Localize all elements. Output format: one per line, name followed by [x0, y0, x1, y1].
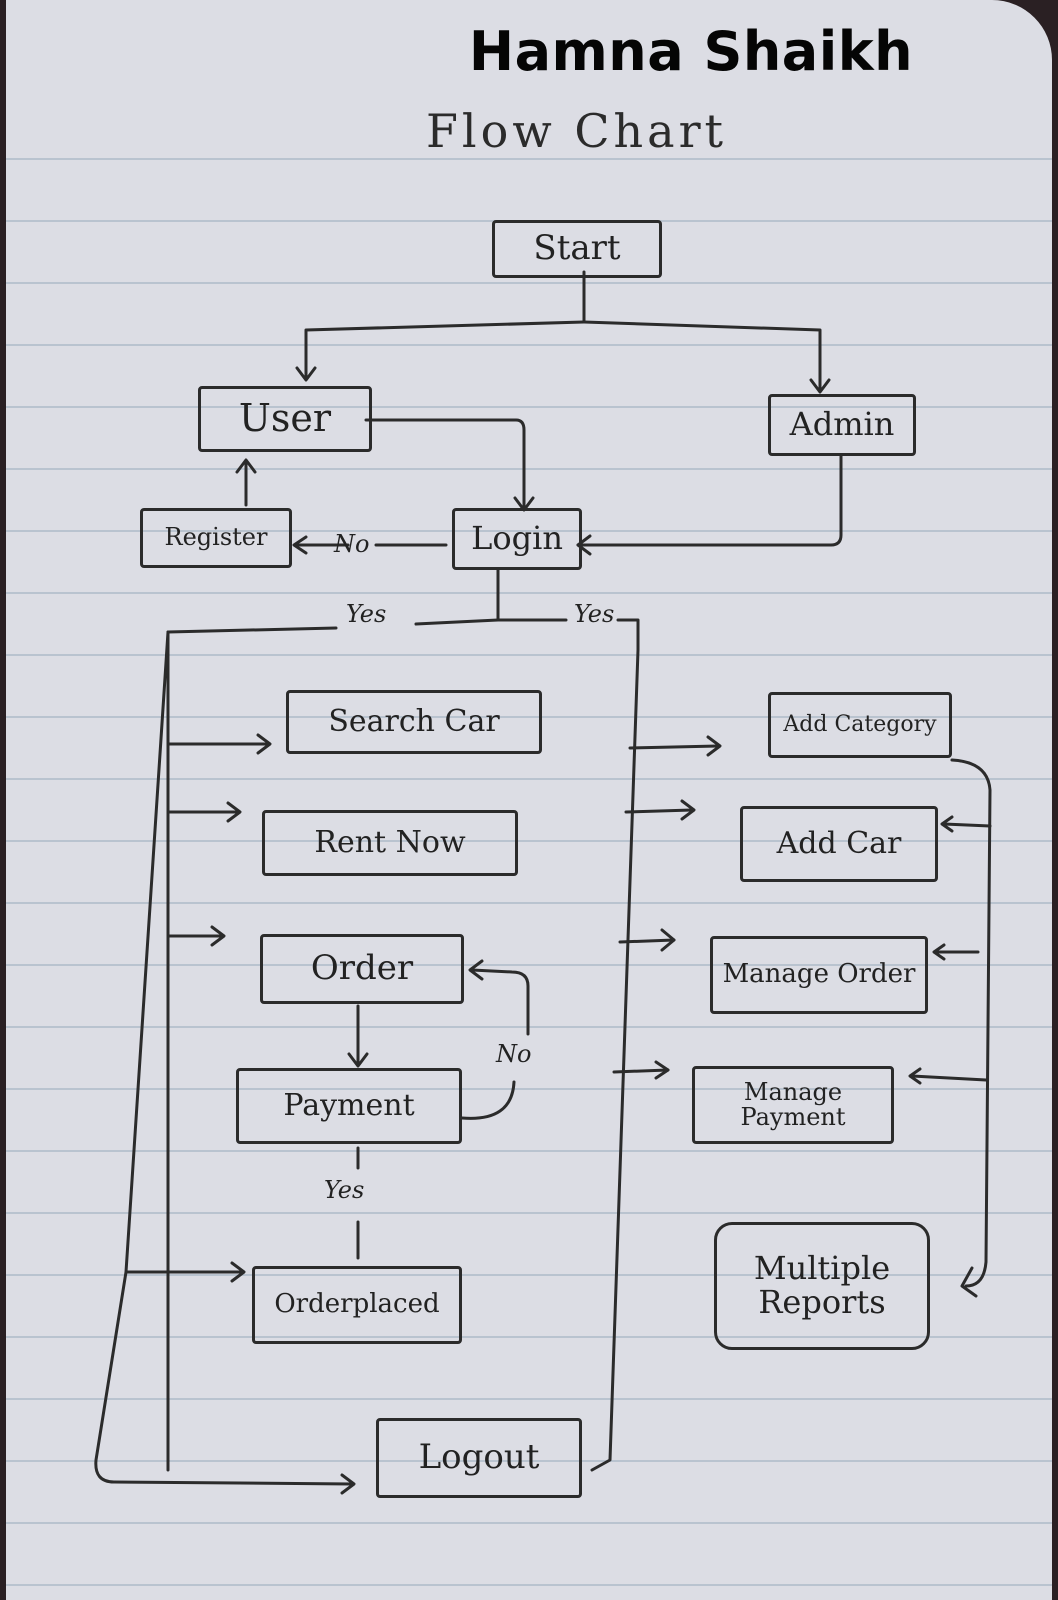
- ruled-line: [6, 158, 1052, 160]
- ruled-line: [6, 282, 1052, 284]
- arrowhead-user-bottom: [235, 458, 257, 474]
- user-node: User: [198, 386, 372, 452]
- split-to-admin: [582, 320, 822, 392]
- diagram-title: Flow Chart: [426, 104, 728, 158]
- login-node: Login: [452, 508, 582, 570]
- outer-bus-to-logout: [94, 630, 354, 1486]
- ruled-line: [6, 1088, 1052, 1090]
- rent-now-node: Rent Now: [262, 810, 518, 876]
- multiple-reports-node: Multiple Reports: [714, 1222, 930, 1350]
- ruled-line: [6, 468, 1052, 470]
- ruled-line: [6, 840, 1052, 842]
- arrowhead-admin: [809, 378, 831, 394]
- ruled-line: [6, 344, 1052, 346]
- arrowhead-manage-payment-right: [908, 1067, 922, 1085]
- notebook-page: Hamna Shaikh Flow Chart: [6, 0, 1052, 1600]
- admin-bus-top: [590, 618, 640, 1472]
- admin-to-login: [576, 454, 843, 547]
- payment-node: Payment: [236, 1068, 462, 1144]
- login-yes-admin-label: Yes: [574, 600, 615, 628]
- start-node: Start: [492, 220, 662, 278]
- ruled-line: [6, 1336, 1052, 1338]
- manage-payment-node: Manage Payment: [692, 1066, 894, 1144]
- arrowhead-order-placed: [230, 1261, 246, 1283]
- right-bus-to-add-car: [942, 822, 992, 828]
- arrowhead-order: [210, 925, 226, 947]
- admin-bus-to-add-category: [628, 744, 720, 750]
- ruled-line: [6, 592, 1052, 594]
- arrowhead-payment: [347, 1052, 369, 1068]
- ruled-line: [6, 1150, 1052, 1152]
- arrowhead-order-right: [468, 959, 484, 981]
- arrowhead-login-right: [576, 534, 592, 556]
- right-bus-to-manage-payment: [910, 1074, 988, 1082]
- ruled-line: [6, 406, 1052, 408]
- register-node: Register: [140, 508, 292, 568]
- arrowhead-add-category: [706, 735, 722, 757]
- admin-bus-to-manage-payment: [612, 1068, 670, 1074]
- logout-node: Logout: [376, 1418, 582, 1498]
- ruled-line: [6, 654, 1052, 656]
- ruled-line: [6, 1274, 1052, 1276]
- right-bus: [950, 758, 992, 1288]
- add-category-node: Add Category: [768, 692, 952, 758]
- add-car-node: Add Car: [740, 806, 938, 882]
- arrowhead-add-car-right: [940, 815, 954, 833]
- order-placed-node: Orderplaced: [252, 1266, 462, 1344]
- login-yes-user-label: Yes: [346, 600, 387, 628]
- payment-yes-label: Yes: [324, 1176, 365, 1204]
- ruled-line: [6, 1522, 1052, 1524]
- arrowhead-register: [292, 535, 308, 555]
- payment-no-label: No: [496, 1040, 532, 1068]
- ruled-line: [6, 1584, 1052, 1586]
- arrowhead-logout: [340, 1473, 356, 1495]
- arrowhead-rent-now: [226, 801, 242, 823]
- arrowhead-search-car: [256, 733, 272, 755]
- ruled-line: [6, 716, 1052, 718]
- ruled-line: [6, 530, 1052, 532]
- author-name: Hamna Shaikh: [468, 20, 914, 83]
- arrowhead-multiple-reports: [960, 1266, 978, 1298]
- arrowhead-user: [295, 366, 317, 382]
- ruled-line: [6, 1460, 1052, 1462]
- ruled-line: [6, 778, 1052, 780]
- ruled-line: [6, 902, 1052, 904]
- split-to-user-bus: [414, 618, 500, 626]
- arrowhead-manage-order: [660, 928, 676, 952]
- ruled-line: [6, 1398, 1052, 1400]
- ruled-line: [6, 964, 1052, 966]
- search-car-node: Search Car: [286, 690, 542, 754]
- arrowhead-manage-payment: [654, 1060, 670, 1080]
- ruled-line: [6, 1212, 1052, 1214]
- split-to-user: [304, 320, 586, 380]
- manage-order-node: Manage Order: [710, 936, 928, 1014]
- flow-connectors: [94, 270, 992, 1495]
- admin-bus-to-manage-order: [618, 938, 676, 944]
- user-to-login: [364, 418, 526, 510]
- login-no-label: No: [334, 530, 370, 558]
- admin-bus-to-add-car: [624, 808, 694, 814]
- admin-node: Admin: [768, 394, 916, 456]
- payment-no-loop: [460, 1080, 516, 1120]
- order-node: Order: [260, 934, 464, 1004]
- payment-no-loop-up: [470, 968, 530, 1036]
- arrowhead-manage-order-right: [932, 943, 946, 961]
- arrowhead-add-car: [680, 799, 696, 821]
